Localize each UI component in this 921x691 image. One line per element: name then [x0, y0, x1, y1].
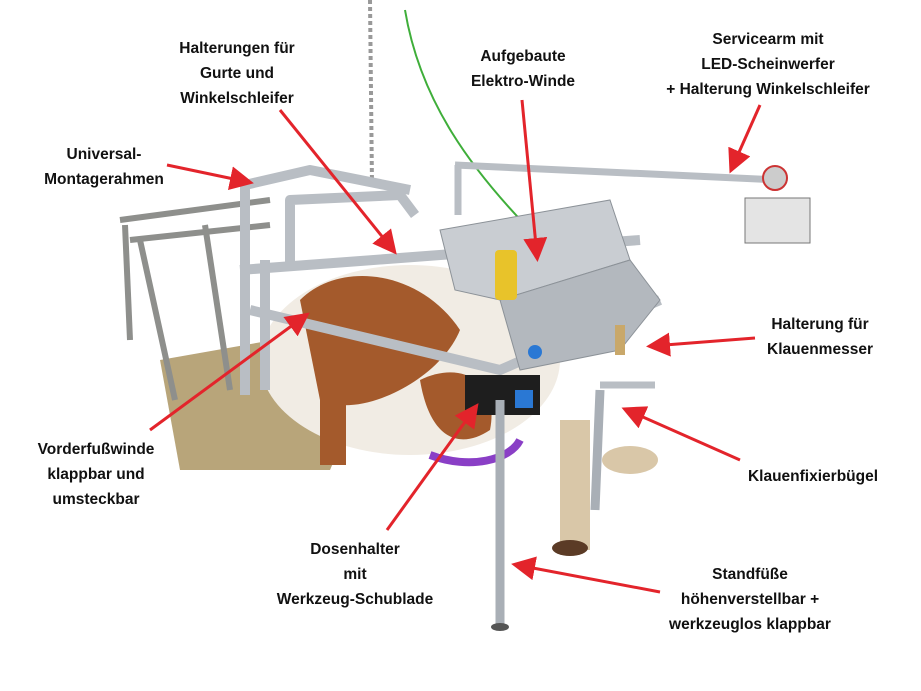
green-cable: [404, 9, 541, 241]
label-line: Werkzeug-Schublade: [276, 591, 434, 608]
label-line: höhenverstellbar +: [680, 591, 820, 608]
label-line: Gurte und: [199, 65, 275, 82]
chain: [368, 0, 374, 186]
blue-knob: [528, 345, 542, 359]
led-spotlight: [744, 197, 811, 244]
label-montagerahmen: Universal- Montagerahmen: [44, 142, 164, 192]
angle-grinder: [762, 165, 788, 191]
label-line: Vorderfußwinde: [37, 441, 155, 458]
service-arm: [454, 161, 781, 215]
label-line: umsteckbar: [52, 491, 140, 508]
label-line: Elektro-Winde: [470, 73, 576, 90]
label-line: Standfüße: [712, 566, 788, 583]
label-line: Winkelschleifer: [180, 90, 294, 107]
label-standfuesse: Standfüße höhenverstellbar + werkzeuglos…: [669, 562, 831, 637]
label-halterungen: Halterungen für Gurte und Winkelschleife…: [179, 36, 294, 111]
label-line: Aufgebaute: [480, 48, 566, 65]
label-line: Klauenmesser: [767, 341, 873, 358]
label-klauenmesser: Halterung für Klauenmesser: [767, 312, 873, 362]
label-line: Halterung für: [771, 316, 869, 333]
label-line: Servicearm mit: [712, 31, 824, 48]
leg-foot: [491, 623, 509, 631]
label-line: Montagerahmen: [44, 171, 164, 188]
label-line: klappbar und: [47, 466, 145, 483]
label-line: Universal-: [66, 146, 142, 163]
claw-knife-holder: [615, 325, 625, 355]
label-elektro-winde: Aufgebaute Elektro-Winde: [471, 44, 575, 94]
label-line: LED-Scheinwerfer: [701, 56, 835, 73]
label-line: Klauenfixierbügel: [747, 468, 879, 485]
label-klauenfixierbuegel: Klauenfixierbügel: [748, 464, 878, 489]
stand-legs: [495, 389, 605, 625]
can-holder: [515, 390, 533, 408]
label-line: werkzeuglos klappbar: [669, 616, 831, 633]
electric-winch: [495, 250, 517, 300]
label-servicearm: Servicearm mit LED-Scheinwerfer + Halter…: [666, 27, 870, 102]
label-line: + Halterung Winkelschleifer: [666, 81, 870, 98]
label-vorderfusswinde: Vorderfußwinde klappbar und umsteckbar: [38, 437, 155, 512]
label-line: Halterungen für: [179, 40, 295, 57]
label-line: mit: [343, 566, 367, 583]
label-dosenhalter: Dosenhalter mit Werkzeug-Schublade: [277, 537, 433, 612]
label-line: Dosenhalter: [310, 541, 400, 558]
